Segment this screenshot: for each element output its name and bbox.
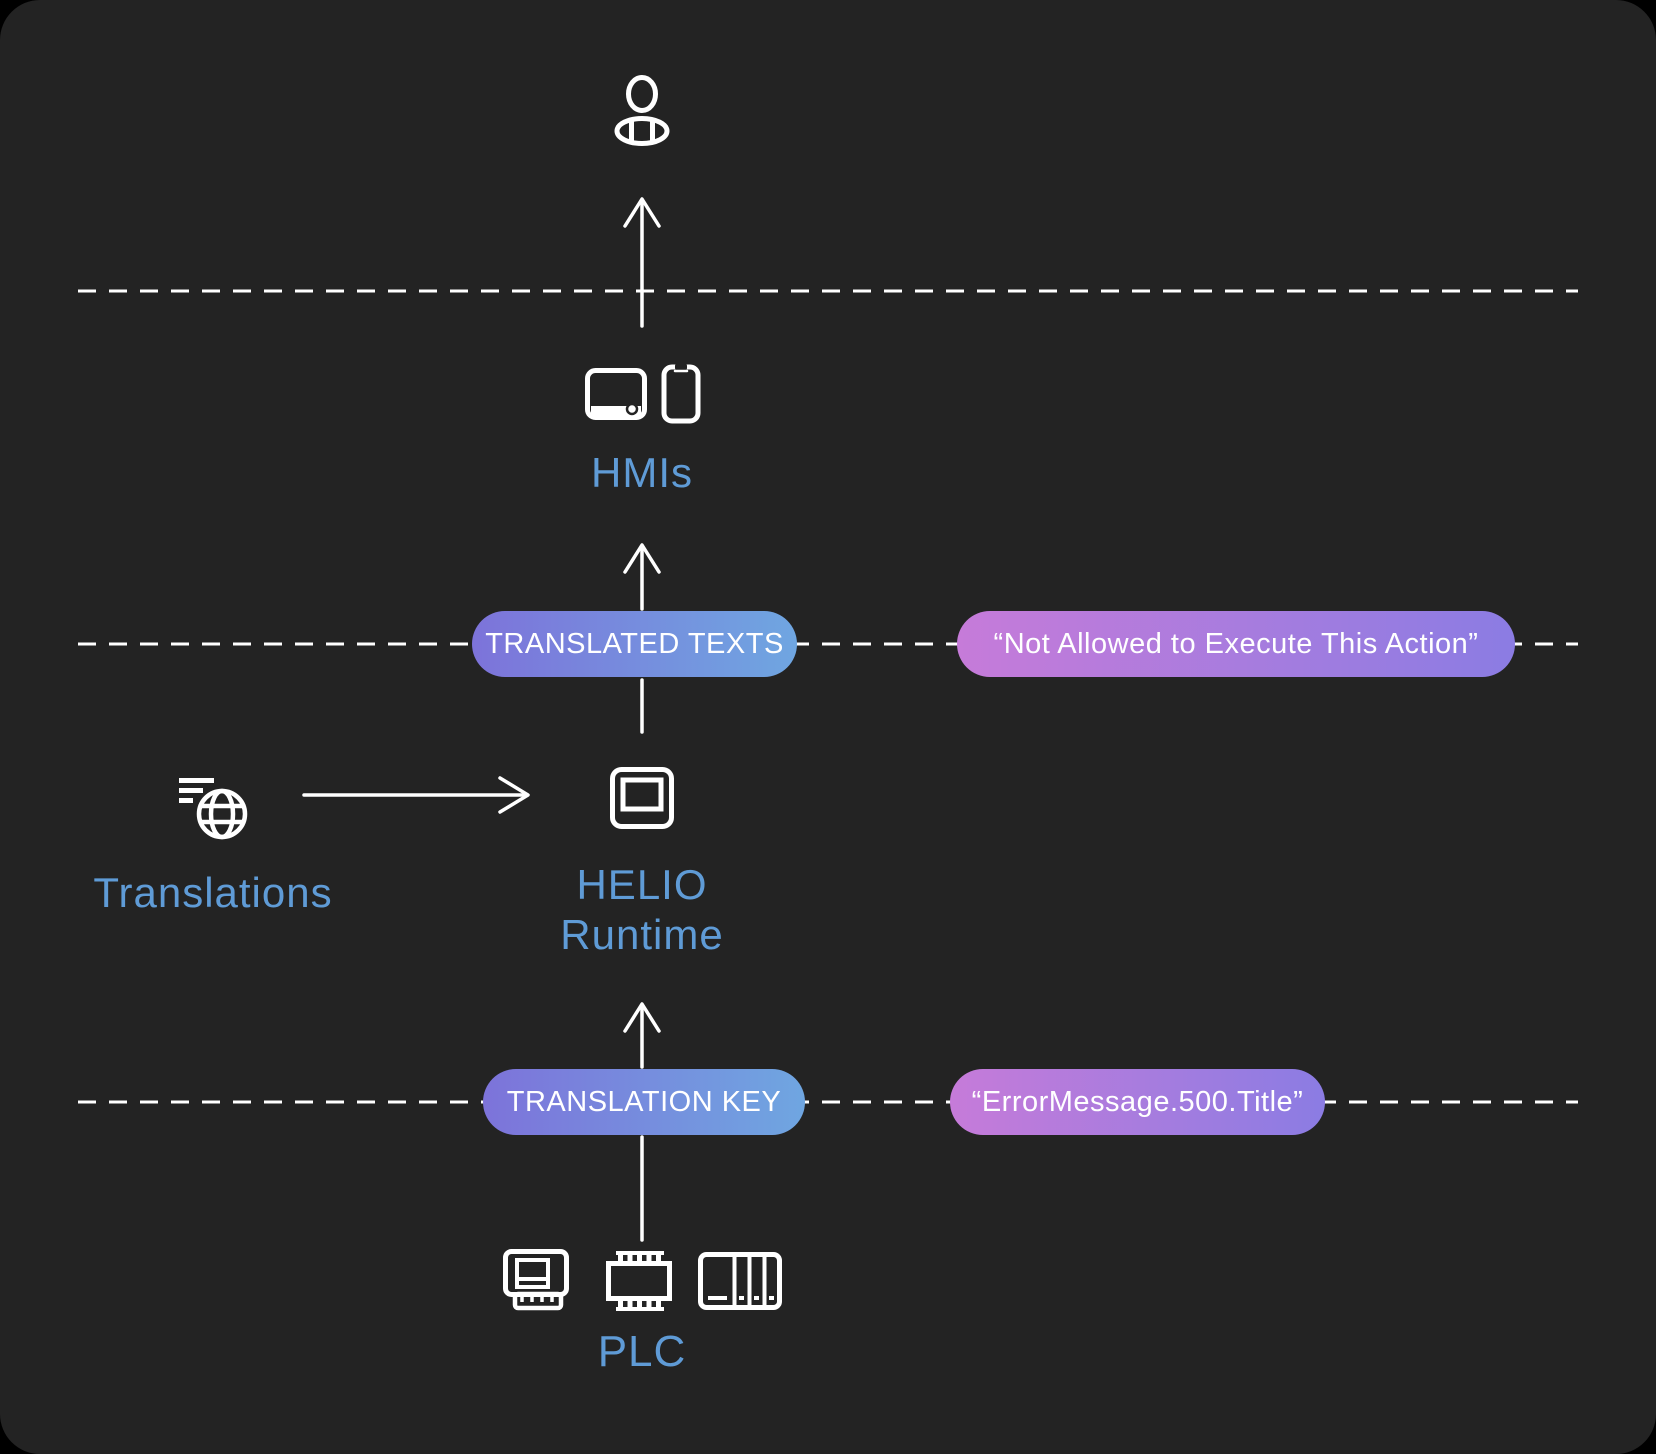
helio-label-line1: HELIO [576,861,708,908]
translated-texts-pill: TRANSLATED TEXTS [472,611,797,677]
not-allowed-example-pill: “Not Allowed to Execute This Action” [957,611,1515,677]
arrow-translations-to-helio [302,776,530,814]
translations-label: Translations [93,869,333,916]
plc-label: PLC [597,1327,687,1376]
person-icon [614,75,670,146]
helio-label-line2: Runtime [560,911,724,958]
helio-runtime-label: HELIO Runtime [542,860,742,960]
arrow-pill-to-hmis [623,543,661,611]
translation-key-pill: TRANSLATION KEY [483,1069,805,1135]
tablet-icon [585,368,647,420]
plc-panel-icon [503,1249,569,1311]
hmis-label: HMIs [591,449,693,496]
arrow-hmis-to-user [623,197,661,328]
helio-runtime-icon [610,767,674,829]
arrow-pill-to-helio [623,1002,661,1069]
plc-din-module-icon [606,1251,672,1311]
plc-rack-icon [698,1252,782,1310]
error-message-example-pill: “ErrorMessage.500.Title” [950,1069,1325,1135]
phone-icon [661,364,701,424]
translations-globe-icon [179,778,248,840]
